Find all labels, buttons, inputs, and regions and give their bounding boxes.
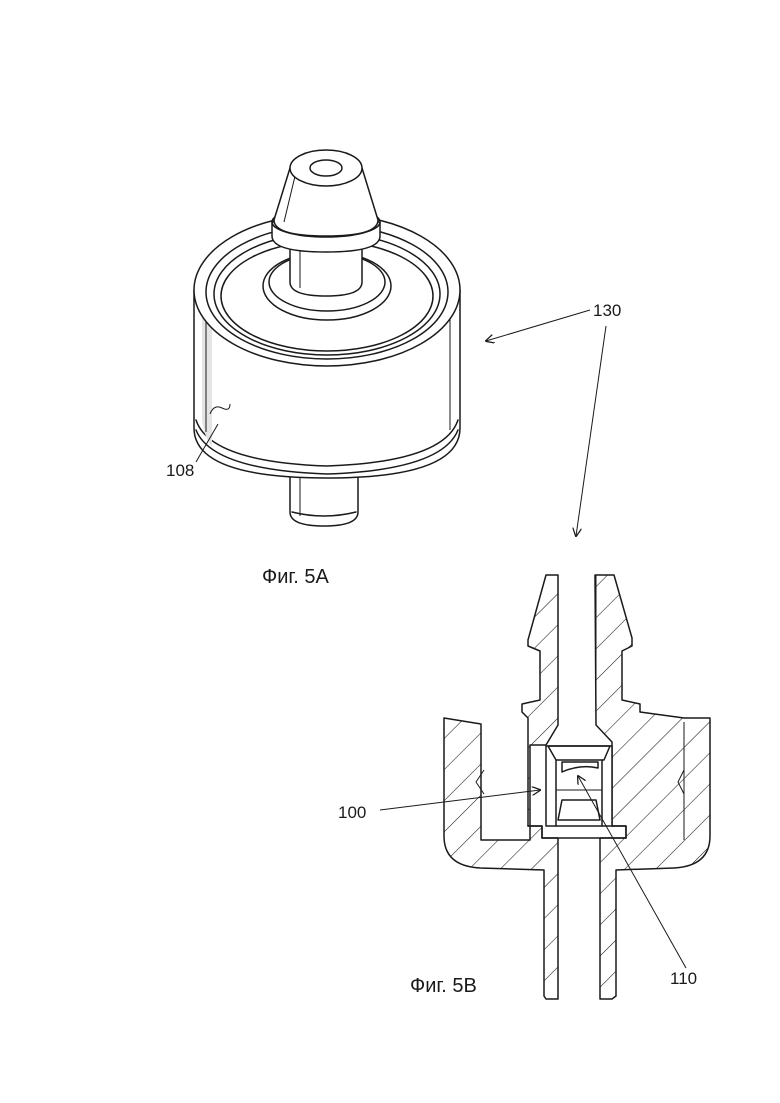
figure-5a-caption: Фиг. 5А <box>262 566 329 588</box>
ref-label-110: 110 <box>670 969 697 988</box>
figure-5a-perspective-view: 108 Фиг. 5А <box>166 150 460 588</box>
figure-5b-caption: Фиг. 5В <box>410 975 477 997</box>
valve-insert <box>528 746 626 838</box>
arrow-130-to-5b <box>576 326 606 536</box>
figure-5b-cross-section: 100 110 Фиг. 5В <box>338 575 710 999</box>
arrow-130-to-5a <box>486 310 590 341</box>
ref-label-130: 130 <box>593 301 621 320</box>
assembly-reference: 130 <box>486 301 621 536</box>
barbed-inlet-tip <box>274 150 378 236</box>
ref-label-100: 100 <box>338 803 366 822</box>
section-left-wall <box>444 575 558 999</box>
ref-label-108: 108 <box>166 461 194 480</box>
outlet-nozzle <box>290 472 358 526</box>
